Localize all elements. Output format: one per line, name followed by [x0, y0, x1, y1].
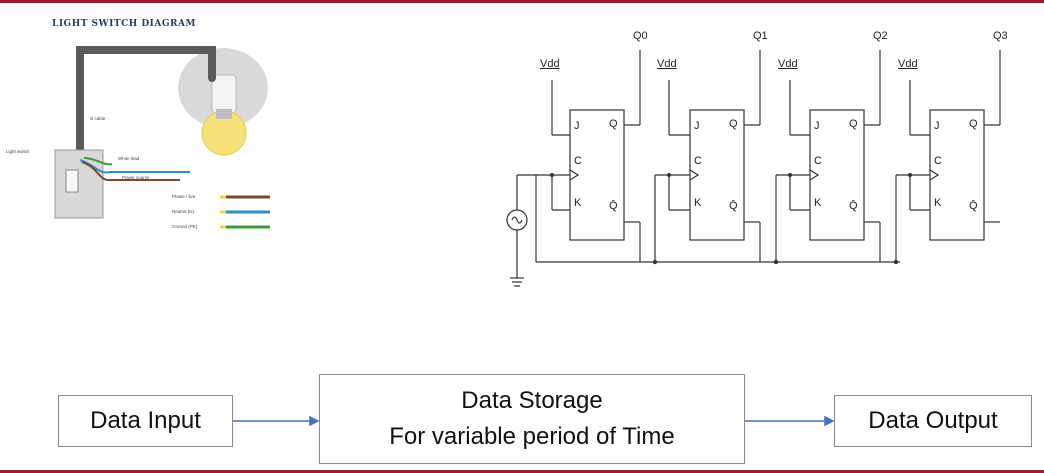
data-input-box: Data Input	[58, 395, 233, 447]
stage2-j: J	[814, 120, 820, 132]
data-input-label: Data Input	[90, 407, 201, 434]
switch-plate	[54, 149, 104, 219]
counter-circuit	[506, 50, 1001, 287]
wire-neutral	[79, 159, 190, 174]
bulb-base	[216, 109, 232, 119]
stage3-c: C	[934, 155, 942, 167]
stage3-vdd: Vdd	[898, 58, 918, 70]
stage2-vdd: Vdd	[778, 58, 798, 70]
stage3-j: J	[934, 120, 940, 132]
stage0-out: Q0	[633, 30, 648, 42]
stage1-out: Q1	[753, 30, 768, 42]
legend-neutral: Neutral (N)	[172, 209, 195, 214]
stage3-q: Q	[969, 118, 978, 130]
stage0-k: K	[574, 197, 582, 209]
stage1-j: J	[694, 120, 700, 132]
flow-arrows	[233, 415, 835, 427]
top-rule	[0, 0, 1044, 3]
data-output-label: Data Output	[868, 407, 998, 434]
switch-toggle	[65, 169, 79, 193]
stage1-c: C	[694, 155, 702, 167]
junction-dots	[550, 173, 912, 265]
label-power-source: Power source	[122, 175, 150, 180]
stage0-qbar: Q̄	[609, 200, 618, 212]
stage1-q: Q	[729, 118, 738, 130]
cable	[76, 46, 216, 164]
stage3-out: Q3	[993, 30, 1008, 42]
stage2-q: Q	[849, 118, 858, 130]
stage3-qbar: Q̄	[969, 200, 978, 212]
stage2-k: K	[814, 197, 822, 209]
stage1-k: K	[694, 197, 702, 209]
stage1-qbar: Q̄	[729, 200, 738, 212]
stage3-k: K	[934, 197, 942, 209]
stage0-c: C	[574, 155, 582, 167]
legend-phase: Phase / live	[172, 194, 196, 199]
data-storage-sublabel: For variable period of Time	[389, 423, 675, 450]
lamp-socket	[211, 74, 237, 114]
stage0-vdd: Vdd	[540, 58, 560, 70]
stage1-vdd: Vdd	[657, 58, 677, 70]
legend-ground: Ground (PE)	[172, 224, 198, 229]
stage0-j: J	[574, 120, 580, 132]
light-switch-title: LIGHT SWITCH DIAGRAM	[52, 19, 196, 29]
stage2-qbar: Q̄	[849, 200, 858, 212]
data-output-box: Data Output	[834, 395, 1032, 447]
stage0-q: Q	[609, 118, 618, 130]
data-storage-label: Data Storage	[461, 387, 603, 414]
bottom-rule	[0, 470, 1044, 473]
label-cable: sl cable	[90, 116, 106, 121]
wire-ground	[83, 157, 113, 166]
stage2-out: Q2	[873, 30, 888, 42]
label-white-lead: White lead	[118, 156, 140, 161]
data-storage-box: Data Storage For variable period of Time	[319, 374, 745, 464]
stage2-c: C	[814, 155, 822, 167]
label-light-switch: Light switch	[6, 149, 30, 154]
wire-phase	[81, 161, 180, 182]
